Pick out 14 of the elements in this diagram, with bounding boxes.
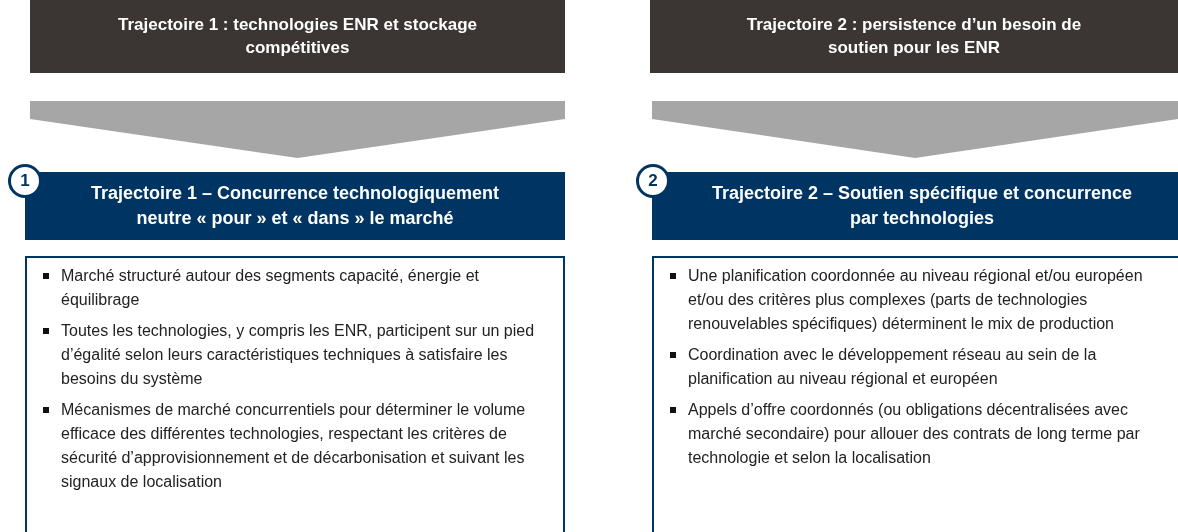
bullet-text: Marché structuré autour des segments capacité, énergie et équilibrage [61, 266, 480, 310]
number-circle: 1 [8, 164, 42, 198]
bullet-text: Toutes les technologies, y compris les ENR, participent sur un pied d’égalité selon leurs caractéristiques techniques à satisfaire les besoins du système [61, 321, 536, 389]
arrow [30, 101, 565, 158]
bullet-text: Coordination avec le développement réseau au sein de la planification au niveau régional et européen [688, 345, 1098, 389]
header-box: Trajectoire 2 : persistence d’un besoin de soutien pour les ENR [650, 0, 1178, 73]
bullet-box [25, 256, 565, 532]
bullet-text: Une planification coordonnée au niveau régional et/ou européen et/ou des critères plus complexes (parts de technologies renouvelables spécifiques) déterminent le mix de production [688, 266, 1144, 334]
header-box: Trajectoire 1 : technologies ENR et stockage compétitives [30, 0, 565, 73]
number-circle: 2 [636, 164, 670, 198]
bullet-text: Appels d’offre coordonnés (ou obligations décentralisées avec marché secondaire) pour allouer des contrats de long terme par technologie et selon la localisation [688, 400, 1141, 468]
arrow [652, 101, 1178, 158]
bullet-text: Mécanismes de marché concurrentiels pour déterminer le volume efficace des différentes technologies, respectant les critères de sécurité d’approvisionnement et de décarbonisation et suivant les signaux de localisation [61, 400, 527, 492]
bullet-box [652, 256, 1178, 532]
